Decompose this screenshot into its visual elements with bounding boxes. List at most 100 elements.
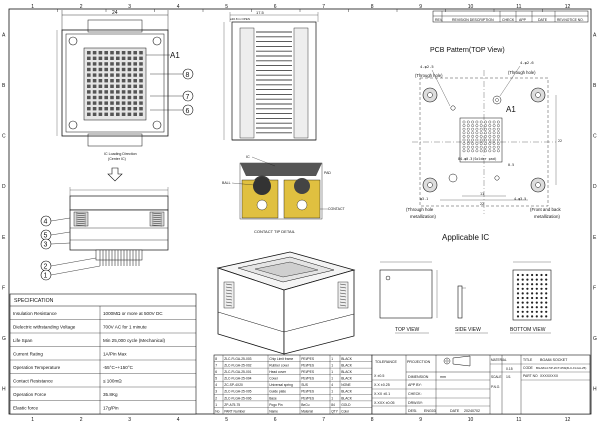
rev-header-app: APP xyxy=(519,18,527,22)
pcb-pad xyxy=(479,149,483,153)
contact-pin xyxy=(87,56,91,60)
applicable-ic: Applicable IC TOP VIEW SIDE VIEW BOTTOM … xyxy=(379,233,552,334)
contact-pin xyxy=(127,62,132,66)
ic-top-view-outline xyxy=(379,269,433,319)
spec-value: 1A/Pin Max xyxy=(103,352,127,357)
row-mark-left: D xyxy=(2,184,6,190)
front-callout-circle xyxy=(40,215,52,227)
contact-pin xyxy=(110,73,114,77)
pcb-dim-bottom-2: 22 xyxy=(480,202,484,206)
contact-pin xyxy=(127,79,132,83)
pcb-pad xyxy=(471,149,474,153)
ic-ball xyxy=(535,292,538,295)
contact-pin xyxy=(98,51,103,55)
bom-cell: ZLC-FLGA-25-004 xyxy=(224,377,251,381)
side-view-dim: 17.5 xyxy=(256,10,265,15)
col-mark-bottom: 2 xyxy=(80,417,83,422)
pcb-pad xyxy=(492,127,496,131)
pcb-pad xyxy=(479,131,483,135)
contact-pin xyxy=(116,107,120,111)
col-mark-bottom: 1 xyxy=(31,417,34,422)
pcb-pitch-value: 0.5 xyxy=(508,163,514,167)
bom-cell: 8 xyxy=(215,357,217,361)
contact-pin xyxy=(116,112,120,116)
pcb-pad xyxy=(466,142,470,145)
ic-ball xyxy=(535,306,538,309)
col-mark-top: 9 xyxy=(419,4,422,10)
ic-ball xyxy=(521,315,524,318)
row-mark-left: A xyxy=(2,32,6,38)
date-value: 20240702 xyxy=(464,409,480,413)
pcb-pad xyxy=(492,142,496,145)
contact-pin xyxy=(87,84,91,88)
pcb-metal-left-1: (Through hole xyxy=(406,207,434,212)
contact-pin xyxy=(110,90,114,94)
revision-block: REV. REVISION DESCRIPTION CHECK APP DATE… xyxy=(432,10,589,23)
pcb-pad xyxy=(471,120,474,124)
spring-coil xyxy=(75,224,87,227)
contact-pin xyxy=(121,79,126,83)
ic-ball xyxy=(545,273,548,277)
contact-pin xyxy=(127,95,132,100)
ic-ball xyxy=(516,306,520,309)
pcb-metal-right-1: (Front and back xyxy=(530,207,562,212)
bom-cell: BLACK xyxy=(341,396,353,400)
bom-cell: ZC-SP-4X20 xyxy=(224,383,243,387)
contact-pin xyxy=(110,62,114,66)
contact-pin xyxy=(116,95,120,100)
iso-springs xyxy=(225,283,347,307)
spring-coil xyxy=(75,220,87,223)
ic-ball xyxy=(526,310,529,313)
contact-pin xyxy=(116,51,120,55)
pcb-pad xyxy=(475,124,479,127)
contact-pin xyxy=(127,73,132,77)
contact-pin xyxy=(98,56,103,60)
pcb-pad xyxy=(479,138,483,142)
contact-pin xyxy=(139,73,143,77)
ic-ball xyxy=(521,292,524,295)
title-block: TOLERANCE PROJECTION X ±0.5 X.X ±0.25 X.… xyxy=(371,354,591,415)
ic-ball xyxy=(540,292,543,295)
pcb-pad xyxy=(475,120,479,124)
ic-ball xyxy=(521,310,524,313)
ic-ball xyxy=(535,273,538,277)
iso-spring-coil xyxy=(339,283,347,286)
contact-pin xyxy=(110,56,114,60)
bom-cell: BLACK xyxy=(341,390,353,394)
pcb-pad xyxy=(497,149,500,153)
pcb-pad xyxy=(462,124,466,127)
ic-ball xyxy=(516,315,520,318)
col-mark-top: 11 xyxy=(516,4,521,10)
pcb-pad xyxy=(497,135,500,138)
ic-view-top: TOP VIEW xyxy=(395,327,420,333)
pcb-pad xyxy=(479,142,483,145)
detail-label-pad: PAD xyxy=(324,171,331,175)
detail-label-ic: IC xyxy=(246,155,250,159)
pcb-pad xyxy=(484,131,487,135)
contact-pin xyxy=(139,51,143,55)
row-mark-right: A xyxy=(593,32,597,38)
contact-pin xyxy=(121,51,126,55)
col-mark-bottom: 12 xyxy=(565,417,571,422)
contact-pin xyxy=(104,62,108,66)
iso-spring-coil xyxy=(339,292,347,295)
iso-spring-coil xyxy=(339,298,347,301)
bom-cell: 7 xyxy=(215,364,217,368)
ic-ball xyxy=(540,283,543,286)
bom-cell: 84 xyxy=(331,403,335,407)
col-mark-bottom: 4 xyxy=(177,417,180,422)
pcb-pad xyxy=(488,145,492,149)
pcb-pad xyxy=(484,142,487,145)
spring-coil xyxy=(151,224,163,227)
bom-cell: 4 xyxy=(215,383,217,387)
drawn-by-label: DRW.BY: xyxy=(408,401,423,405)
ic-ball xyxy=(526,292,529,295)
col-mark-bottom: 7 xyxy=(322,417,325,422)
contact-pin xyxy=(127,107,132,111)
bom-cell: PART Number xyxy=(224,409,246,413)
pcb-pad xyxy=(488,120,492,124)
bom-cell: NONE xyxy=(341,383,351,387)
pcb-metal-left-2: metallization) xyxy=(410,214,436,219)
pcb-pad xyxy=(466,149,470,153)
